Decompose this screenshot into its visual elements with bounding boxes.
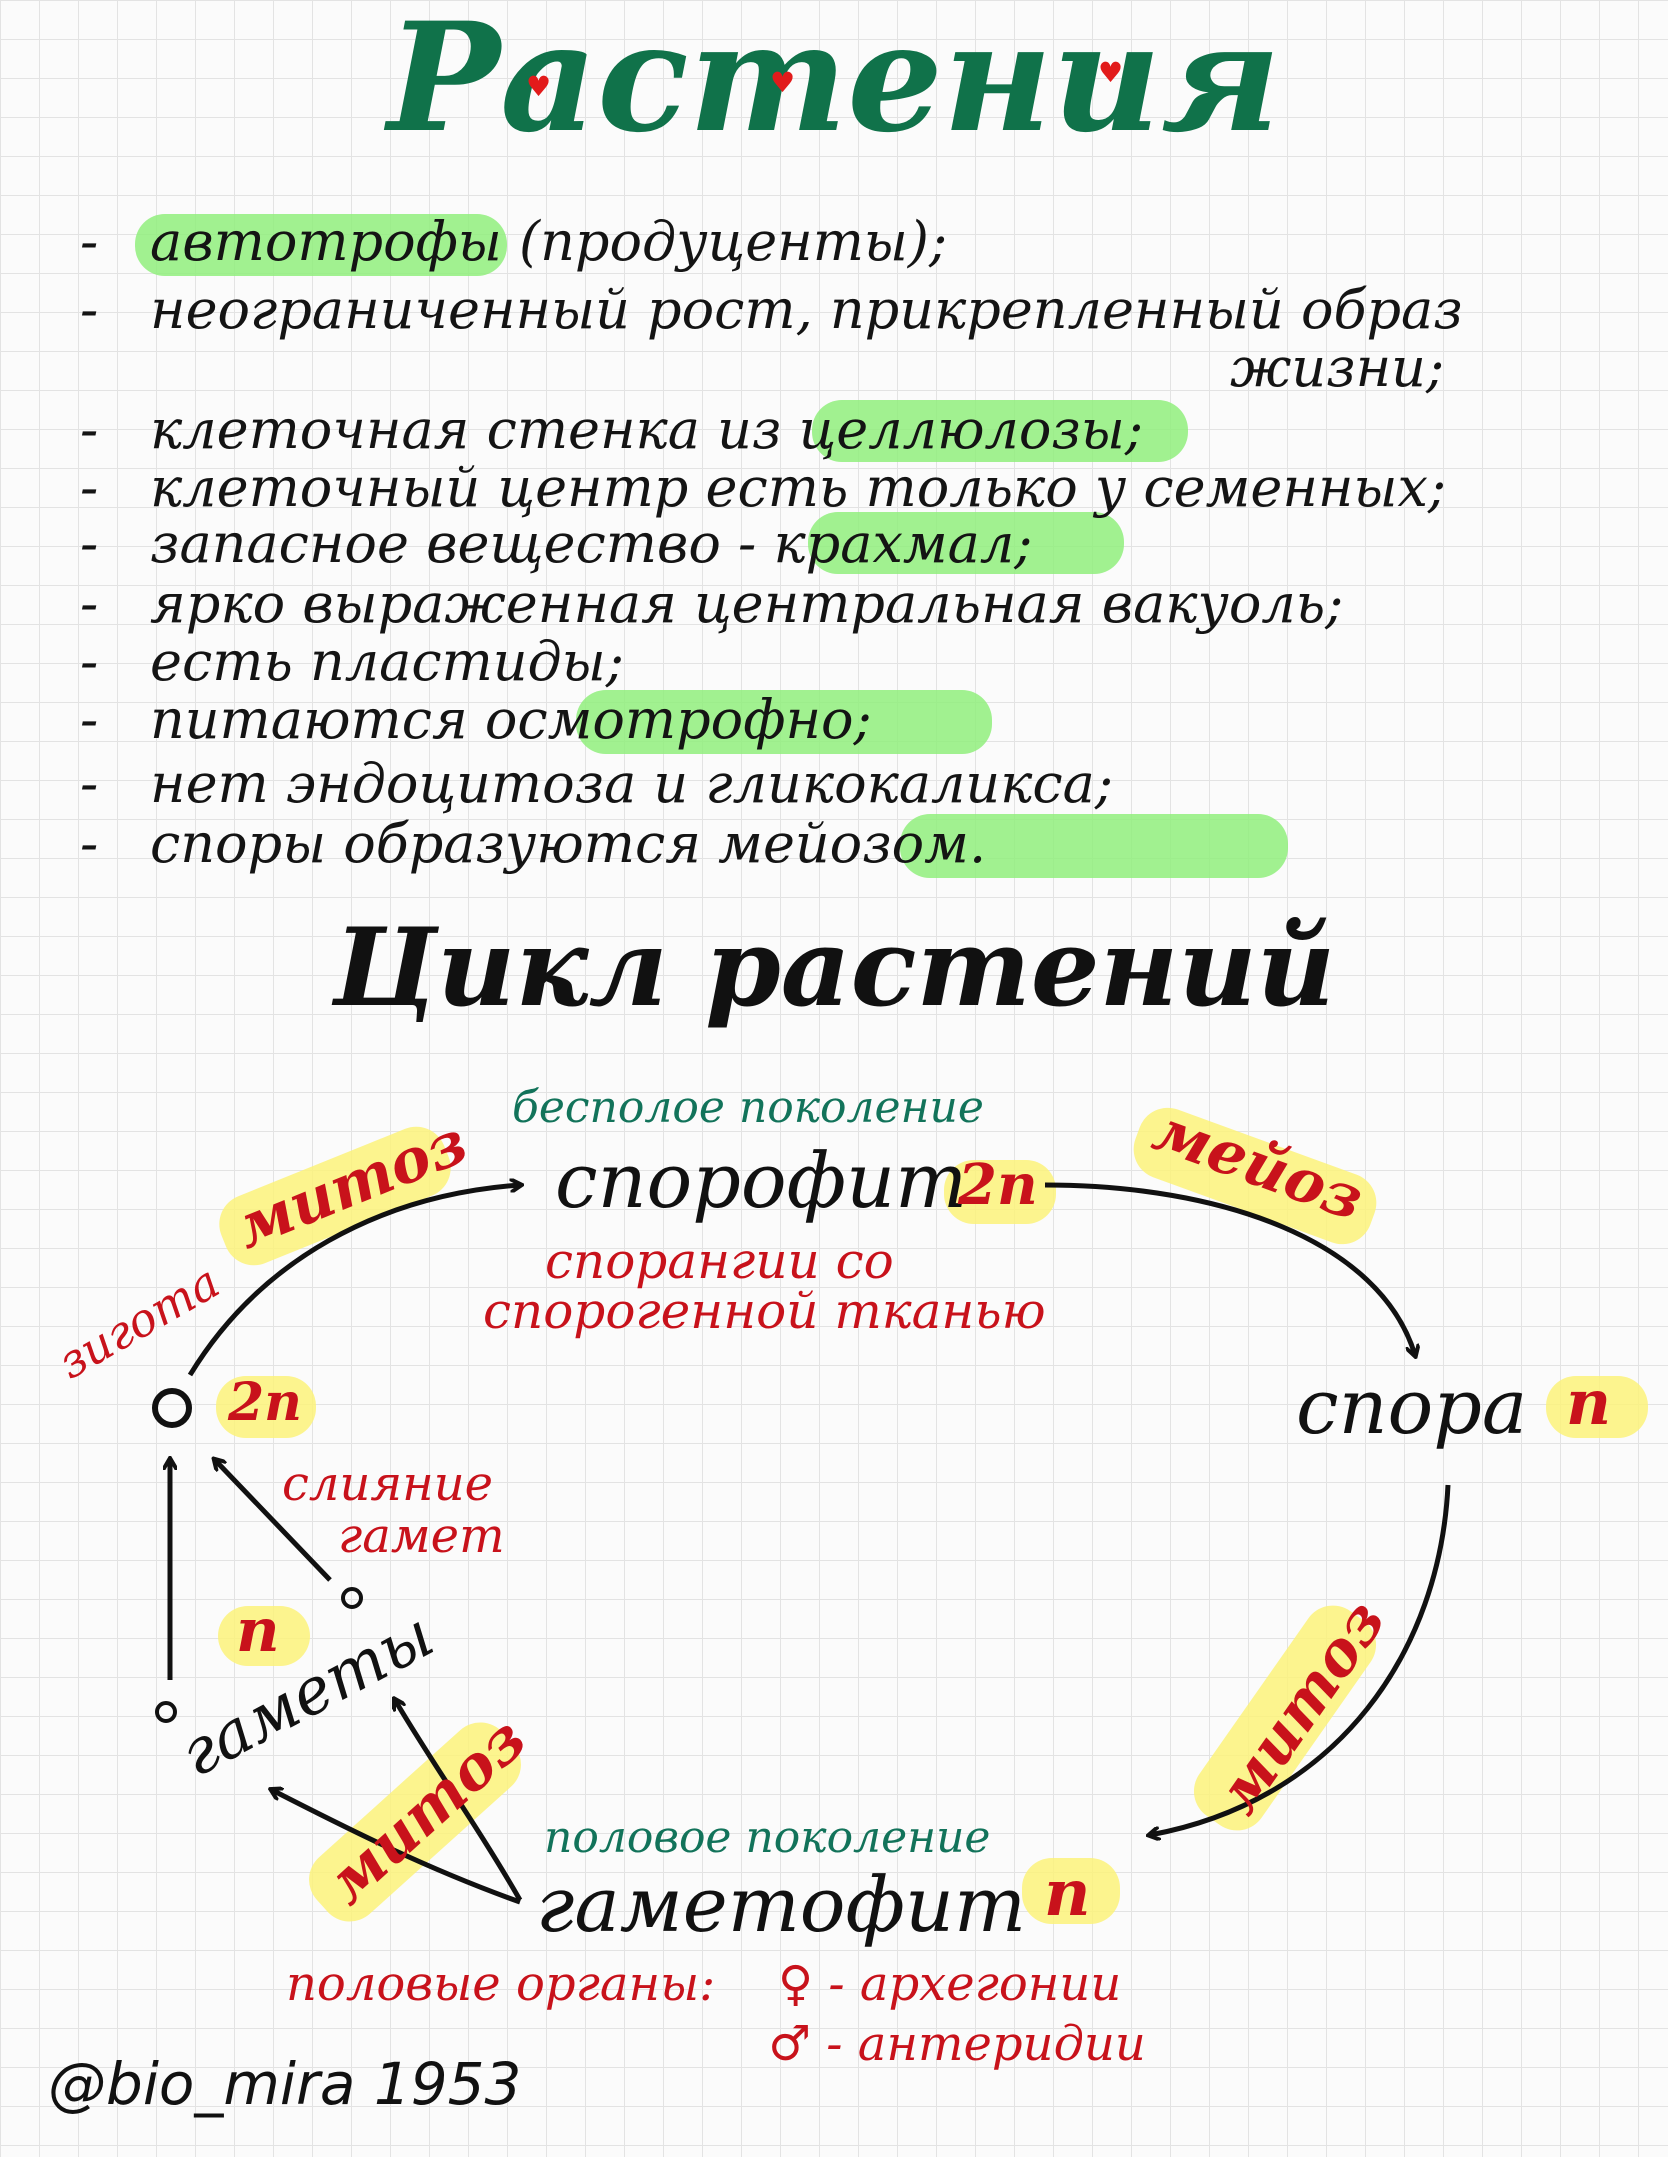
- sporophyte-generation-label: бесполое поколение: [512, 1082, 984, 1133]
- highlight-text: мейозом: [718, 812, 969, 875]
- highlight-gametes-ploidy: [218, 1606, 310, 1666]
- highlight-cellulose: [812, 400, 1188, 462]
- gamete-circle: [341, 1587, 363, 1609]
- page-title: Растения: [387, 0, 1281, 166]
- highlight-osmotrophic: [576, 690, 992, 754]
- gamete-circle: [155, 1701, 177, 1723]
- arrow-gametophyte-to-gamete-lower: [272, 1790, 521, 1905]
- property-item: жизни;: [1230, 336, 1445, 399]
- heart-icon: ♥: [770, 66, 796, 99]
- highlight-sporophyte-ploidy: [944, 1160, 1056, 1224]
- property-item: -запасное вещество - крахмал;: [80, 512, 1033, 575]
- highlight-spore-ploidy: [1546, 1376, 1648, 1438]
- highlight-starch: [808, 512, 1124, 574]
- gametophyte-label: гаметофит: [536, 1860, 1027, 1949]
- property-item: -споры образуются мейозом.: [80, 812, 987, 875]
- arrow-fusion: [215, 1460, 332, 1582]
- spore-label: спора: [1296, 1362, 1528, 1451]
- highlight-text: осмотрофно: [484, 688, 854, 751]
- property-item: -ярко выраженная центральная вакуоль;: [80, 572, 1344, 635]
- gametophyte-ploidy: n: [1044, 1856, 1091, 1931]
- property-item: -клеточный центр есть только у семенных;: [80, 456, 1447, 519]
- property-item: -клеточная стенка из целлюлозы;: [80, 398, 1144, 461]
- sporangia-note: спорангии со: [545, 1232, 894, 1290]
- property-item: -питаются осмотрофно;: [80, 688, 872, 751]
- heart-icon: ♥: [526, 70, 552, 103]
- gametes-ploidy: n: [236, 1596, 280, 1666]
- antheridia-label: ♂ - антеридии: [768, 2016, 1146, 2072]
- sporophyte-ploidy: 2n: [958, 1152, 1038, 1218]
- gametophyte-generation-label: половое поколение: [544, 1812, 991, 1863]
- cycle-title: Цикл растений: [332, 905, 1336, 1031]
- author-handle: @bio_mira 1953: [48, 2050, 522, 2118]
- heart-icon: ♥: [1098, 56, 1124, 89]
- zygote-circle: [152, 1388, 192, 1428]
- highlight-text: крахмал: [773, 512, 1015, 575]
- archegonia-label: ♀ - архегонии: [778, 1956, 1122, 2012]
- arrow-zygote-to-sporophyte: [187, 1185, 520, 1377]
- arrow-gametophyte-to-gamete-upper: [395, 1700, 523, 1902]
- property-item: -есть пластиды;: [80, 630, 624, 693]
- arrow-sporophyte-to-spore: [1044, 1182, 1415, 1355]
- highlight-text: автотрофы: [150, 210, 502, 273]
- property-item: -неограниченный рост, прикрепленный обра…: [80, 278, 1463, 341]
- highlight-autotrophs: [135, 214, 507, 276]
- arrow-spore-to-gametophyte: [1150, 1484, 1451, 1835]
- sporangia-note: спорогенной тканью: [483, 1282, 1046, 1340]
- gamete-fusion-label: слияние: [282, 1456, 494, 1512]
- sporophyte-label: спорофит: [555, 1136, 968, 1225]
- gamete-fusion-label: гамет: [338, 1508, 505, 1564]
- zygote-ploidy: 2n: [228, 1372, 302, 1433]
- property-item: -автотрофы (продуценты);: [80, 210, 948, 273]
- sex-organs-label: половые органы:: [286, 1956, 716, 2012]
- highlight-zygote-ploidy: [216, 1376, 316, 1438]
- highlight-text: целлюлозы: [798, 398, 1125, 461]
- highlight-meiosis: [900, 814, 1288, 878]
- spore-ploidy: n: [1566, 1366, 1612, 1439]
- highlight-gametophyte-ploidy: [1022, 1858, 1120, 1924]
- property-item: -нет эндоцитоза и гликокаликса;: [80, 752, 1114, 815]
